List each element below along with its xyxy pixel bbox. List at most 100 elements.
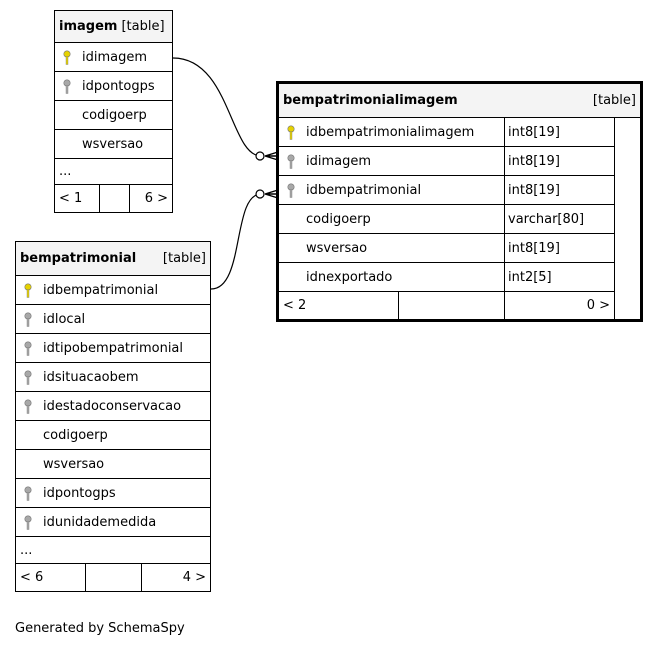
column-row[interactable]: idpontogps [16, 479, 210, 508]
crowfoot-marker [264, 151, 279, 161]
column-row[interactable]: idbempatrimonial int8[19] [279, 176, 614, 205]
column-type: varchar[80] [504, 205, 614, 233]
column-list: idbempatrimonial idlocal idtipobempatrimon… [16, 276, 210, 537]
more-columns: ... [55, 159, 172, 185]
column-name: codigoerp [82, 107, 147, 123]
primary-key-icon [22, 282, 34, 298]
children-count[interactable]: 4 > [182, 570, 206, 585]
relation-imagem-to-bempatrimonialimagem [172, 57, 262, 157]
column-row[interactable]: idlocal [16, 305, 210, 334]
column-name: idestadoconservacao [43, 398, 182, 414]
table-footer: < 1 6 > [55, 185, 172, 212]
column-row[interactable]: codigoerp [55, 101, 172, 130]
column-type: int2[5] [504, 263, 614, 291]
column-name-cell: idunidademedida [16, 508, 210, 536]
more-columns: ... [16, 537, 210, 564]
foreign-key-icon [22, 398, 34, 414]
column-row[interactable]: idbempatrimonial [16, 276, 210, 305]
column-name: codigoerp [43, 427, 108, 443]
column-name-cell: codigoerp [16, 421, 210, 449]
column-name-cell: idbempatrimonialimagem [279, 118, 504, 146]
footer-spacer [399, 292, 505, 319]
crowfoot-marker [264, 189, 279, 199]
table-header: bempatrimonial [table] [16, 242, 210, 276]
column-name: idtipobempatrimonial [43, 340, 184, 356]
table-type: [table] [121, 19, 165, 34]
column-row[interactable]: idimagem int8[19] [279, 147, 614, 176]
column-name: wsversao [82, 136, 144, 152]
column-name: idbempatrimonial [306, 182, 422, 198]
table-footer: < 6 4 > [16, 564, 210, 591]
footer-spacer [86, 564, 142, 591]
column-row[interactable]: idnexportado int2[5] [279, 263, 614, 292]
parents-count[interactable]: < 6 [16, 564, 86, 591]
column-name-cell: codigoerp [279, 205, 504, 233]
more-indicator: ... [20, 542, 33, 558]
foreign-key-icon [285, 153, 297, 169]
column-list: idimagem idpontogps codigoerp wsversao [55, 43, 172, 159]
column-type: int8[19] [504, 234, 614, 262]
column-name: idpontogps [43, 485, 116, 501]
table-bempatrimonialimagem[interactable]: bempatrimonialimagem [table] idbempatrim… [276, 81, 643, 322]
children-count[interactable]: 0 > [586, 298, 610, 313]
column-row[interactable]: idpontogps [55, 72, 172, 101]
column-name-cell: idtipobempatrimonial [16, 334, 210, 362]
column-name-cell: wsversao [279, 234, 504, 262]
column-row[interactable]: idimagem [55, 43, 172, 72]
primary-key-icon [61, 49, 73, 65]
column-name: idsituacaobem [43, 369, 139, 385]
column-row[interactable]: codigoerp [16, 421, 210, 450]
table-footer: < 2 0 > [279, 292, 615, 319]
column-list: idbempatrimonialimagem int8[19] idimagem in… [279, 118, 615, 292]
footer-spacer [100, 185, 130, 212]
column-name: idbempatrimonial [43, 282, 159, 298]
column-name: idbempatrimonialimagem [306, 124, 475, 140]
table-type: [table] [592, 93, 636, 108]
column-type: int8[19] [504, 118, 614, 146]
column-row[interactable]: idunidademedida [16, 508, 210, 537]
column-type: int8[19] [504, 176, 614, 204]
more-indicator: ... [59, 164, 72, 179]
column-name-cell: idsituacaobem [16, 363, 210, 391]
foreign-key-icon [22, 514, 34, 530]
column-name-cell: idimagem [279, 147, 504, 175]
foreign-key-icon [22, 369, 34, 385]
table-name: bempatrimonial [20, 251, 137, 266]
column-name-cell: idestadoconservacao [16, 392, 210, 420]
children-count[interactable]: 6 > [144, 191, 168, 206]
column-row[interactable]: wsversao int8[19] [279, 234, 614, 263]
relation-bempatrimonial-to-bempatrimonialimagem [210, 193, 262, 290]
column-name: idnexportado [306, 269, 393, 285]
column-name: wsversao [43, 456, 105, 472]
column-row[interactable]: codigoerp varchar[80] [279, 205, 614, 234]
column-name: idimagem [306, 153, 372, 169]
column-row[interactable]: idbempatrimonialimagem int8[19] [279, 118, 614, 147]
column-row[interactable]: idestadoconservacao [16, 392, 210, 421]
column-type: int8[19] [504, 147, 614, 175]
table-header: bempatrimonialimagem [table] [279, 84, 640, 118]
parents-count[interactable]: < 1 [55, 185, 100, 212]
column-name-cell: idimagem [55, 43, 172, 71]
column-name-cell: wsversao [55, 130, 172, 158]
column-name: idimagem [82, 49, 148, 65]
column-name-cell: idbempatrimonial [279, 176, 504, 204]
table-name: bempatrimonialimagem [283, 93, 458, 108]
column-name: idpontogps [82, 78, 155, 94]
column-name: codigoerp [306, 211, 371, 227]
column-name-cell: idnexportado [279, 263, 504, 291]
column-row[interactable]: idsituacaobem [16, 363, 210, 392]
column-row[interactable]: wsversao [55, 130, 172, 159]
column-row[interactable]: idtipobempatrimonial [16, 334, 210, 363]
column-name-cell: idbempatrimonial [16, 276, 210, 304]
column-name-cell: idpontogps [55, 72, 172, 100]
column-row[interactable]: wsversao [16, 450, 210, 479]
column-name: wsversao [306, 240, 368, 256]
parents-count[interactable]: < 2 [279, 292, 399, 319]
column-name: idunidademedida [43, 514, 157, 530]
primary-key-icon [285, 124, 297, 140]
column-name-cell: idlocal [16, 305, 210, 333]
generated-by-label: Generated by SchemaSpy [15, 621, 185, 636]
